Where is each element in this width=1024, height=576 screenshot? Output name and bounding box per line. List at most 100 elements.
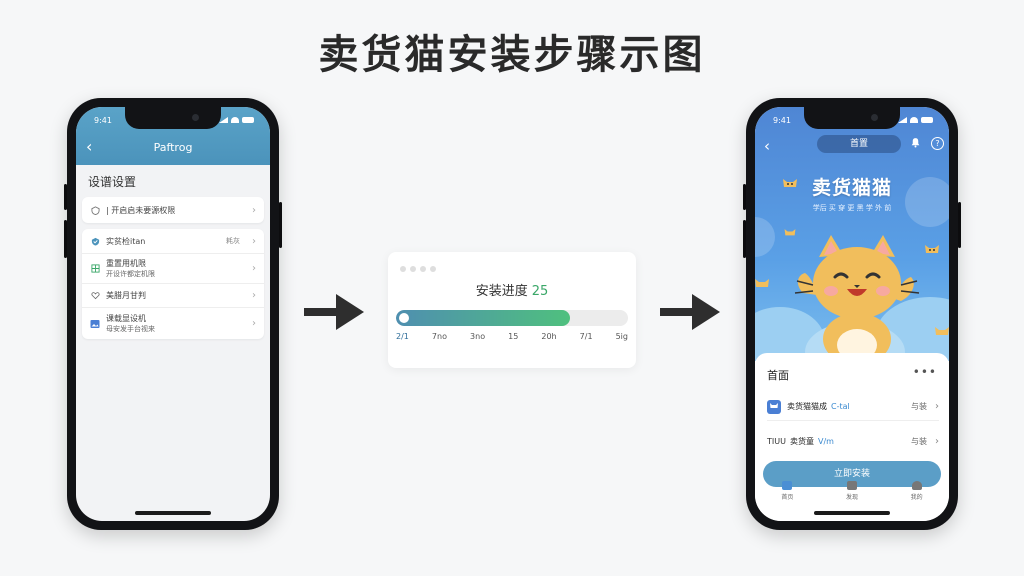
row-label: 实贫检itan xyxy=(106,236,146,246)
row-label: 美腊月甘判 xyxy=(106,291,146,300)
settings-heading: 设谱设置 xyxy=(88,175,137,189)
settings-card-1: | 开启启未要源权限 › xyxy=(82,197,264,223)
progress-tick: 7/1 xyxy=(579,332,593,341)
home-indicator xyxy=(814,511,890,515)
row-label: | 开启启未要源权限 xyxy=(106,205,176,215)
settings-row-display[interactable]: 课载显设机 母安发手台视来 › xyxy=(82,307,264,339)
progress-fill xyxy=(396,310,570,326)
more-icon[interactable]: ••• xyxy=(912,365,937,379)
list-item-code: V/m xyxy=(817,436,834,446)
shield-icon xyxy=(90,205,100,215)
nav-title: Paftrog xyxy=(153,141,193,154)
chevron-right-icon: › xyxy=(935,435,939,447)
tab-profile[interactable]: 我的 xyxy=(911,481,923,501)
progress-label-text: 安装进度 xyxy=(475,284,528,299)
row-label: 课载显设机 xyxy=(106,313,146,323)
row-sub: 开设许都定机限 xyxy=(106,270,155,279)
mini-cat-icon xyxy=(755,279,769,287)
bell-icon[interactable] xyxy=(909,137,922,150)
heart-icon xyxy=(911,481,922,490)
row-sub: 母安发手台视来 xyxy=(106,325,155,334)
chevron-right-icon: › xyxy=(935,401,939,412)
mini-cat-icon xyxy=(783,179,797,187)
progress-tick: 15 xyxy=(508,332,519,341)
image-icon xyxy=(90,319,100,329)
battery-icon xyxy=(242,117,254,123)
tab-label: 发现 xyxy=(845,494,858,501)
settings-row-permission[interactable]: | 开启启未要源权限 › xyxy=(82,197,264,223)
list-item[interactable]: 卖货猫猫成 C-tal 与装 › xyxy=(767,393,939,421)
chevron-right-icon: › xyxy=(252,318,256,329)
progress-percent: 25 xyxy=(531,284,549,299)
page-title: 卖货猫安装步骤示图 xyxy=(318,32,706,78)
chevron-right-icon: › xyxy=(252,204,256,216)
heart-icon xyxy=(90,291,100,301)
settings-card-2: 实贫检itan 耗灰 › 重置用机限 开设许都定机限 › 美腊月甘判 › xyxy=(82,229,264,339)
chevron-right-icon: › xyxy=(252,263,256,274)
chevron-right-icon: › xyxy=(252,235,256,247)
arrow-right-icon xyxy=(660,294,720,330)
bottom-sheet: 首面 ••• 卖货猫猫成 C-tal 与装 › TIUU 卖货童 V/m 与装 … xyxy=(755,353,949,521)
wifi-icon xyxy=(910,117,918,123)
tab-discover[interactable]: 发现 xyxy=(846,481,858,501)
progress-tick: 20h xyxy=(541,332,557,341)
progress-track xyxy=(396,310,628,326)
grid-icon xyxy=(90,264,100,274)
sheet-title: 首面 xyxy=(767,369,789,382)
progress-tick: 5ig xyxy=(615,332,628,341)
tab-label: 首页 xyxy=(781,494,794,501)
status-bar: 9:41 xyxy=(755,107,949,129)
list-item[interactable]: TIUU 卖货童 V/m 与装 › xyxy=(767,427,939,455)
tab-home[interactable]: 首页 xyxy=(781,481,793,501)
home-icon xyxy=(782,481,793,490)
help-icon[interactable]: ? xyxy=(931,137,944,150)
list-item-code: C-tal xyxy=(831,402,850,411)
progress-knob xyxy=(399,313,409,323)
mini-cat-icon xyxy=(784,229,796,236)
progress-ticks: 2/1 7no 3no 15 20h 7/1 5ig xyxy=(396,332,628,341)
chevron-right-icon: › xyxy=(252,290,256,301)
status-time: 9:41 xyxy=(773,115,791,125)
battery-icon xyxy=(921,117,933,123)
status-bar: 9:41 xyxy=(76,107,270,129)
shield-check-icon xyxy=(90,236,100,246)
settings-row-reset[interactable]: 重置用机限 开设许都定机限 › xyxy=(82,253,264,283)
signal-icon xyxy=(219,117,228,123)
signal-icon xyxy=(898,117,907,123)
row-value: 耗灰 xyxy=(226,237,240,245)
settings-row-favorite[interactable]: 美腊月甘判 › xyxy=(82,283,264,307)
discover-icon xyxy=(846,481,857,490)
left-screen: 9:41 ‹ Paftrog 设谱设置 | 开启启未要源权限 › 实贫检itan xyxy=(76,107,270,521)
row-label: 重置用机限 xyxy=(106,258,146,268)
cat-mascot-icon xyxy=(794,235,920,361)
tab-bar: 首页 发现 我的 xyxy=(755,481,949,511)
mini-cat-icon xyxy=(935,327,949,335)
window-dots xyxy=(400,266,436,272)
arrow-right-icon xyxy=(304,294,364,330)
list-item-action: 与装 xyxy=(911,402,927,411)
left-phone: 9:41 ‹ Paftrog 设谱设置 | 开启启未要源权限 › 实贫检itan xyxy=(64,98,282,530)
settings-row-security[interactable]: 实贫检itan 耗灰 › xyxy=(82,229,264,253)
list-item-action: 与装 xyxy=(911,436,927,446)
status-time: 9:41 xyxy=(94,115,112,125)
home-indicator xyxy=(135,511,211,515)
list-item-label: 卖货猫猫成 xyxy=(787,402,827,411)
hero-banner: ‹ 首置 ? 卖货猫猫 学后 买 穿 更 黑 学 外 前 xyxy=(755,107,949,361)
back-button[interactable]: ‹ xyxy=(764,137,770,155)
mini-cat-icon xyxy=(925,245,939,253)
app-icon xyxy=(767,399,781,414)
tab-label: 我的 xyxy=(910,494,923,501)
list-item-prefix: TIUU xyxy=(767,436,786,446)
progress-tick: 3no xyxy=(470,332,486,341)
progress-tick: 7no xyxy=(431,332,447,341)
title-pill[interactable]: 首置 xyxy=(817,135,901,153)
right-phone: 9:41 ‹ 首置 ? 卖货猫猫 学后 买 穿 更 黑 学 外 前 xyxy=(743,98,961,530)
back-button[interactable]: ‹ xyxy=(86,137,93,156)
progress-tick: 2/1 xyxy=(396,332,409,341)
list-item-label: 卖货童 xyxy=(789,436,814,446)
right-screen: 9:41 ‹ 首置 ? 卖货猫猫 学后 买 穿 更 黑 学 外 前 xyxy=(755,107,949,521)
hero-subtitle: 学后 买 穿 更 黑 学 外 前 xyxy=(812,204,892,212)
wifi-icon xyxy=(231,117,239,123)
